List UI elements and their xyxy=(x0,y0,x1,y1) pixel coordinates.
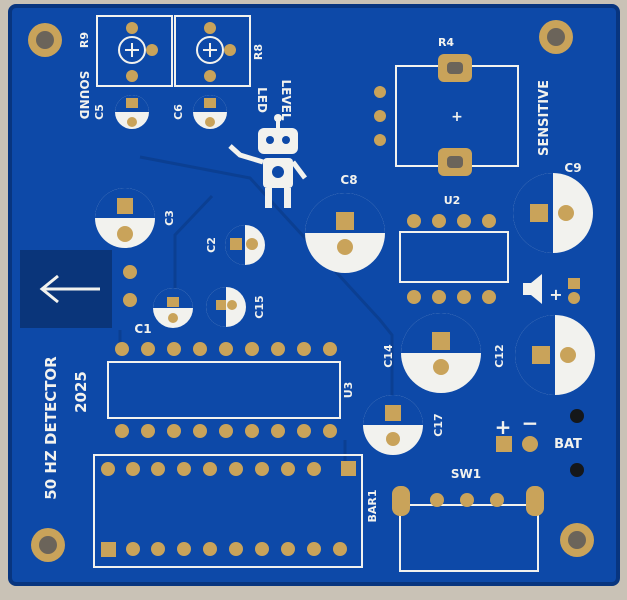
mounting-hole-icon xyxy=(31,528,65,562)
sound-label: SOUND xyxy=(77,71,91,120)
label-c14: C14 xyxy=(382,344,395,368)
board-title: 50 HZ DETECTOR xyxy=(42,356,60,500)
bar-graph-bar1 xyxy=(93,454,363,568)
robot-icon xyxy=(228,114,307,208)
pot-plus-mark: + xyxy=(451,109,463,125)
switch-sw1 xyxy=(392,486,544,572)
mounting-hole-icon xyxy=(560,523,594,557)
pad-left-2 xyxy=(123,293,137,307)
speaker-pad-1 xyxy=(568,278,580,289)
label-c8: C8 xyxy=(340,173,357,187)
label-r8: R8 xyxy=(252,44,265,60)
mounting-hole-icon xyxy=(28,23,62,57)
cap-c5 xyxy=(115,95,149,129)
mounting-hole-icon xyxy=(539,20,573,54)
cap-c15 xyxy=(206,287,246,327)
cap-c6 xyxy=(193,95,227,129)
trimmer-r8 xyxy=(174,15,251,87)
cap-c8 xyxy=(305,193,385,273)
speaker-pad-2 xyxy=(568,292,580,304)
cap-c2 xyxy=(225,225,265,265)
trimmer-r9 xyxy=(96,15,173,87)
arrow-panel xyxy=(20,250,112,328)
led-label: LED xyxy=(255,87,269,113)
cap-c17 xyxy=(363,395,423,455)
speaker-plus-mark: + xyxy=(549,285,562,304)
label-c9: C9 xyxy=(564,161,581,175)
label-r9: R9 xyxy=(78,32,91,48)
label-c2: C2 xyxy=(205,237,218,253)
ic-u3 xyxy=(107,342,341,438)
label-c15: C15 xyxy=(253,295,266,318)
label-c1: C1 xyxy=(134,322,151,336)
label-bar1: BAR1 xyxy=(366,489,379,522)
via-hole-2 xyxy=(570,463,584,477)
speaker-icon xyxy=(523,274,542,304)
label-c3: C3 xyxy=(163,210,176,226)
board-year: 2025 xyxy=(72,371,90,413)
label-sw1: SW1 xyxy=(451,467,481,481)
label-c12: C12 xyxy=(493,344,506,367)
label-u2: U2 xyxy=(444,194,461,207)
bat-minus: − xyxy=(522,411,539,435)
bat-pad-minus xyxy=(522,436,538,452)
pot-r4 xyxy=(374,54,519,176)
label-c5: C5 xyxy=(93,104,106,120)
pad-left-1 xyxy=(123,265,137,279)
label-c17: C17 xyxy=(432,413,445,436)
label-u3: U3 xyxy=(342,382,355,399)
bat-plus: + xyxy=(495,415,512,439)
label-r4: R4 xyxy=(438,36,454,49)
bat-label: BAT xyxy=(554,437,582,452)
sensitive-label: SENSITIVE xyxy=(537,80,552,156)
cap-c3 xyxy=(95,188,155,248)
cap-c12 xyxy=(515,315,595,395)
cap-c1 xyxy=(153,288,193,328)
label-c6: C6 xyxy=(172,104,185,120)
cap-c14 xyxy=(401,313,481,393)
ic-u2 xyxy=(399,214,509,304)
cap-c9 xyxy=(513,173,593,253)
arrow-left-icon xyxy=(39,274,100,304)
bat-pad-plus xyxy=(496,436,512,452)
level-label: LEVEL xyxy=(279,80,293,121)
via-hole-1 xyxy=(570,409,584,423)
mounting-holes xyxy=(28,20,594,562)
